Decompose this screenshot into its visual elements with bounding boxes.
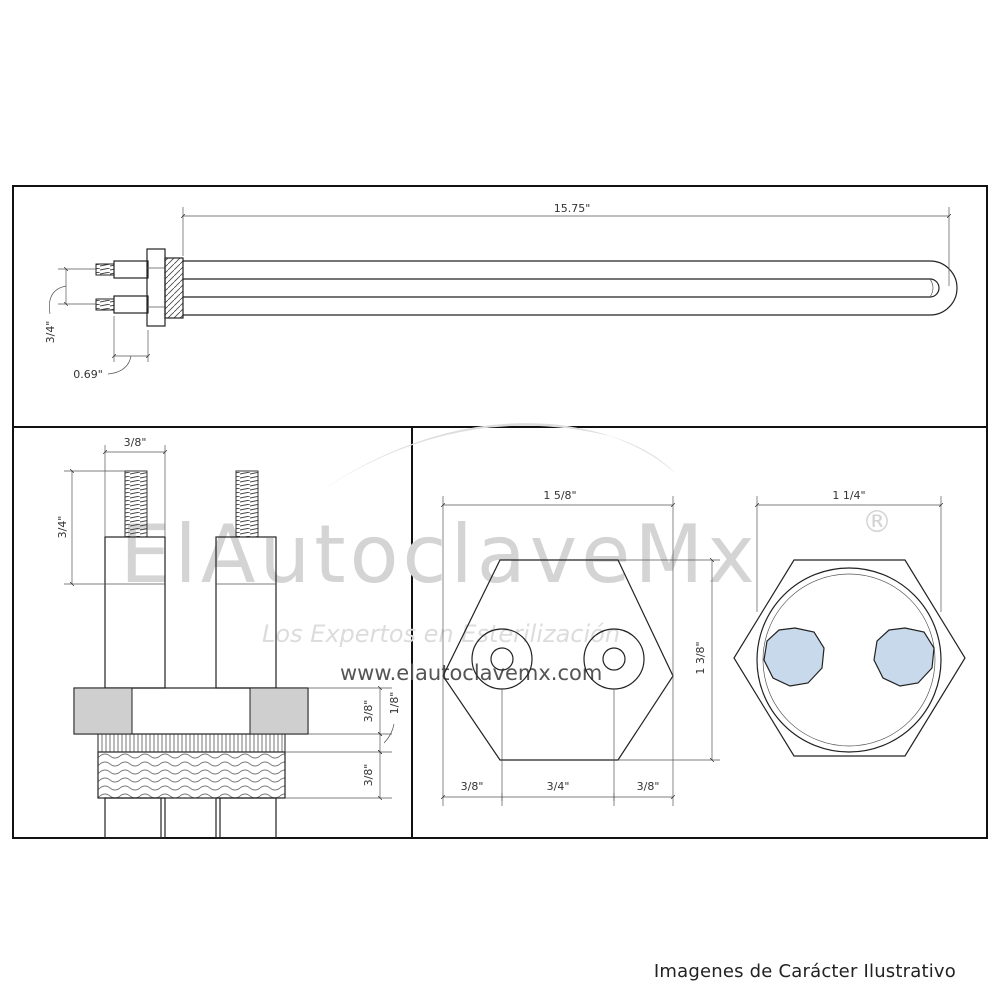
dim-terminal-spacing: 3/4" xyxy=(44,321,57,344)
illustrative-caption: Imagenes de Carácter Ilustrativo xyxy=(653,961,956,982)
detail-thread xyxy=(97,751,286,799)
dim-flange-thickness: 1/8" xyxy=(388,692,401,715)
dim-nut-height: 3/8" xyxy=(362,700,375,723)
dim-thread-height: 3/8" xyxy=(362,764,375,787)
dim-terminal-offset: 0.69" xyxy=(73,368,103,381)
dim-hex-height: 1 3/8" xyxy=(694,641,707,674)
terminal-stud-top xyxy=(95,263,115,276)
dim-terminal-width: 3/8" xyxy=(124,436,147,449)
hex-flange-rear xyxy=(733,559,966,757)
dim-hex-width: 1 5/8" xyxy=(543,489,576,502)
watermark-registered: ® xyxy=(862,505,892,540)
detail-stud-left xyxy=(124,470,148,538)
dim-hex-right-edge: 3/8" xyxy=(637,780,660,793)
watermark-brand: ElAutoclaveMx xyxy=(120,508,759,601)
u-tube-outer xyxy=(183,260,958,316)
dim-terminal-length: 3/4" xyxy=(56,516,69,539)
side-view: 15.75" 3/4" 0.69" xyxy=(44,202,958,381)
dim-overall-length: 15.75" xyxy=(554,202,591,215)
panel-frames xyxy=(12,185,988,839)
threaded-boss-side xyxy=(164,257,184,319)
terminal-sleeve-top xyxy=(113,260,149,279)
watermark-swoosh xyxy=(322,423,676,490)
detail-knurled-flange xyxy=(97,733,286,753)
insulator-right xyxy=(873,627,935,687)
watermark-tagline: Los Expertos en Esterilización xyxy=(262,620,620,648)
detail-stud-right xyxy=(235,470,259,538)
hex-nut-side xyxy=(146,248,166,327)
watermark: ElAutoclaveMx ® Los Expertos en Esterili… xyxy=(120,423,892,685)
dim-hex-center-spacing: 3/4" xyxy=(547,780,570,793)
dim-hex-left-edge: 3/8" xyxy=(461,780,484,793)
terminal-sleeve-bottom xyxy=(113,295,149,314)
insulator-left xyxy=(763,627,825,687)
outer-frame xyxy=(12,185,988,839)
dim-thread-diameter: 1 1/4" xyxy=(832,489,865,502)
detail-view: 3/8" 3/4" 3/8" 1/8" 3/8" xyxy=(56,436,401,839)
watermark-url: www.elautoclavemx.com xyxy=(340,661,602,685)
thread-circle xyxy=(756,567,942,753)
terminal-stud-bottom xyxy=(95,298,115,311)
end-views: 1 5/8" 1 3/8" 3/8" 3/4" 3/8" 1 1/4" xyxy=(443,489,966,806)
u-tube-inner xyxy=(183,278,940,298)
